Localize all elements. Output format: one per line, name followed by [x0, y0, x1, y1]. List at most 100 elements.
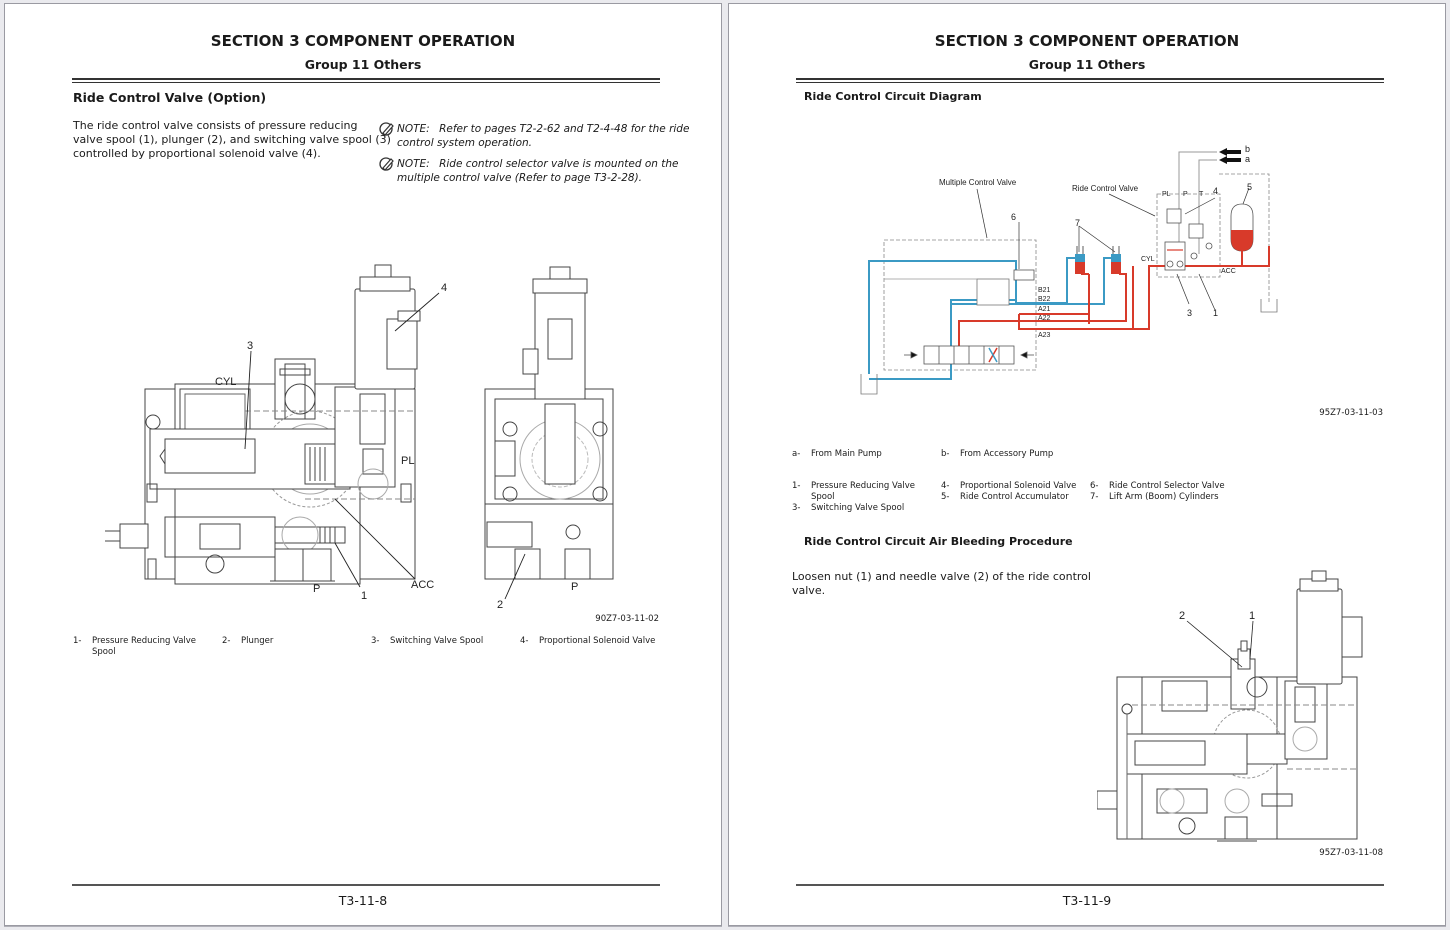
port-acc: ACC — [1221, 268, 1236, 275]
legend-text: Pressure Reducing Valve Spool — [810, 481, 916, 502]
legend-text: Proportional Solenoid Valve — [539, 636, 656, 646]
port-pl: PL — [1162, 191, 1171, 198]
legend-text: Lift Arm (Boom) Cylinders — [1109, 492, 1219, 502]
legend-number: 3- — [371, 636, 380, 646]
note-text: control system operation. — [397, 137, 533, 149]
port-a21: A21 — [1038, 306, 1051, 313]
callout-2: 2 — [1179, 610, 1185, 622]
note-text: Refer to pages T2-2-62 and T2-4-48 for t… — [439, 123, 690, 135]
valve-side-view — [484, 266, 614, 580]
port-label-p: P — [313, 583, 320, 595]
legend-text: Plunger — [241, 636, 274, 646]
callout-3: 3 — [247, 340, 253, 352]
text-line: Loosen nut (1) and needle valve (2) of t… — [792, 570, 1091, 583]
callout-1: 1 — [361, 590, 367, 602]
port-b22: B22 — [1038, 296, 1051, 303]
text-line: valve. — [792, 584, 826, 597]
note-text: multiple control valve (Refer to page T3… — [397, 172, 643, 184]
callout-2: 2 — [497, 599, 503, 609]
note-label: NOTE: — [397, 158, 430, 170]
page-number: T3-11-9 — [1062, 893, 1112, 908]
callout-4: 4 — [1213, 186, 1218, 196]
port-b21: B21 — [1038, 287, 1051, 294]
pump-arrows — [1219, 148, 1241, 164]
circuit-figure-code: 95Z7-03-11-03 — [1319, 408, 1383, 418]
ride-control-valve-box — [1156, 193, 1221, 278]
figure-code: 90Z7-03-11-02 — [595, 614, 659, 624]
text-line: controlled by proportional solenoid valv… — [73, 147, 321, 160]
callout-3: 3 — [1187, 308, 1192, 318]
selector-valve-symbol — [1013, 269, 1035, 281]
label-ride-control-valve: Ride Control Valve — [1072, 184, 1139, 193]
legend-text: Pressure Reducing Valve Spool — [92, 636, 197, 657]
legend-text: Ride Control Accumulator — [960, 492, 1069, 502]
legend-number: b- — [941, 449, 950, 459]
legend-text: Proportional Solenoid Valve — [960, 481, 1077, 491]
group-title: Group 11 Others — [1028, 57, 1146, 72]
callout-5: 5 — [1247, 182, 1252, 192]
port-label-p-side: P — [571, 581, 578, 593]
page-number: T3-11-8 — [338, 893, 388, 908]
valve-front-view — [105, 264, 421, 585]
legend-text: Switching Valve Spool — [811, 503, 905, 513]
bleeding-figure-code: 95Z7-03-11-08 — [1319, 848, 1383, 858]
note-label: NOTE: — [397, 123, 430, 135]
ride-control-circuit-diagram: Multiple Control Valve Ride Control Valv… — [860, 144, 1278, 395]
pencil-note-icon — [379, 157, 394, 171]
leader-lines — [244, 292, 526, 600]
port-a22: A22 — [1038, 315, 1051, 322]
figure-legend: 1- Pressure Reducing Valve Spool 2- Plun… — [73, 636, 673, 658]
left-page: SECTION 3 COMPONENT OPERATION Group 11 O… — [4, 3, 722, 926]
ride-control-valve-symbol — [1164, 208, 1213, 271]
bleeding-paragraph: Loosen nut (1) and needle valve (2) of t… — [792, 570, 1091, 598]
tank-symbol — [860, 374, 878, 395]
pump-legend: a- From Main Pump b- From Accessory Pump — [792, 449, 1053, 460]
legend-number: 4- — [520, 636, 529, 646]
label-b: b — [1245, 144, 1250, 154]
callout-4: 4 — [441, 282, 447, 294]
section-heading: Ride Control Valve (Option) — [73, 90, 267, 105]
legend-number: 5- — [941, 492, 950, 502]
label-multiple-control-valve: Multiple Control Valve — [939, 178, 1017, 187]
port-label-pl: PL — [401, 455, 414, 467]
header-divider — [72, 78, 660, 83]
port-label-cyl: CYL — [215, 376, 236, 388]
port-a23: A23 — [1038, 332, 1051, 339]
legend-text: Ride Control Selector Valve — [1109, 481, 1225, 491]
callout-1: 1 — [1213, 308, 1218, 318]
group-title: Group 11 Others — [304, 57, 422, 72]
port-label-acc: ACC — [411, 579, 434, 591]
legend-text: Switching Valve Spool — [390, 636, 484, 646]
callout-7: 7 — [1075, 218, 1080, 228]
tank-symbol — [1260, 299, 1278, 313]
legend-text: From Accessory Pump — [960, 449, 1054, 459]
port-p: P — [1183, 191, 1188, 198]
text-line: valve spool (1), plunger (2), and switch… — [73, 133, 391, 146]
note-2: NOTE: Ride control selector valve is mou… — [379, 157, 678, 185]
legend-number: 1- — [73, 636, 82, 646]
air-bleeding-valve-drawing: 2 1 — [1097, 570, 1363, 842]
legend-number: 3- — [792, 503, 801, 513]
label-a: a — [1245, 154, 1250, 164]
callout-6: 6 — [1011, 212, 1016, 222]
legend-number: 7- — [1090, 492, 1099, 502]
legend-number: 6- — [1090, 481, 1099, 491]
legend-number: a- — [792, 449, 801, 459]
callout-1: 1 — [1249, 610, 1255, 622]
port-t: T — [1199, 191, 1204, 198]
legend-number: 2- — [222, 636, 231, 646]
section-title: SECTION 3 COMPONENT OPERATION — [934, 32, 1240, 50]
section-title: SECTION 3 COMPONENT OPERATION — [210, 32, 516, 50]
lift-arm-cylinders — [1075, 246, 1121, 274]
text-line: The ride control valve consists of press… — [73, 119, 358, 132]
intro-paragraph: The ride control valve consists of press… — [73, 119, 391, 161]
port-cyl: CYL — [1141, 256, 1155, 263]
footer-divider — [72, 884, 660, 886]
legend-number: 1- — [792, 481, 801, 491]
circuit-heading: Ride Control Circuit Diagram — [804, 90, 982, 103]
ride-control-valve-drawing: 3 4 CYL PL ACC P 1 2 P — [105, 264, 614, 609]
legend-text: From Main Pump — [811, 449, 882, 459]
header-divider — [796, 78, 1384, 83]
bleeding-heading: Ride Control Circuit Air Bleeding Proced… — [804, 535, 1073, 548]
footer-divider — [796, 884, 1384, 886]
